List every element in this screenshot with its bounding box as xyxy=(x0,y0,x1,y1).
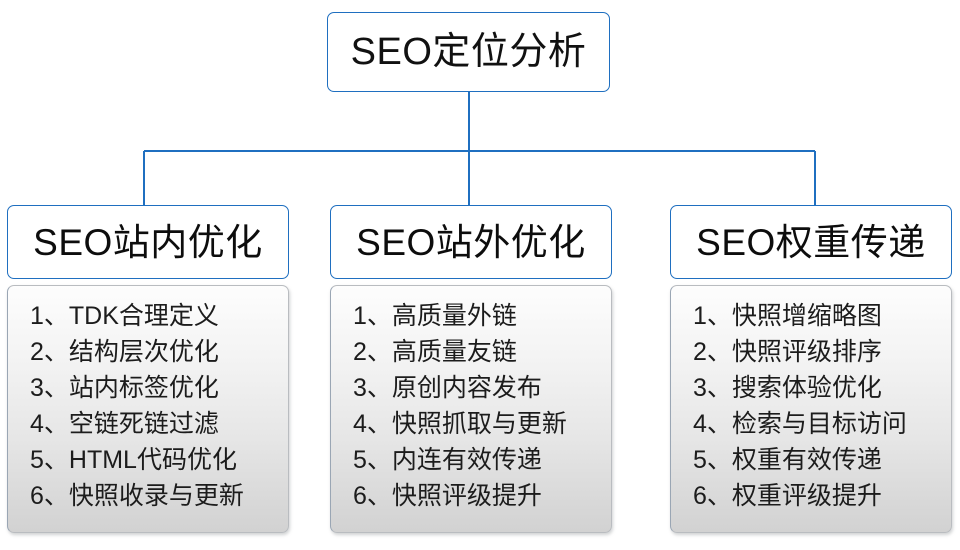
list-item-number: 5、 xyxy=(693,446,732,474)
list-item-text: 权重评级提升 xyxy=(731,482,882,510)
branch-body-offsite: 1、高质量外链 2、高质量友链 3、原创内容发布 4、快照抓取与更新 5、内连有… xyxy=(330,285,612,533)
list-item: 1、快照增缩略图 xyxy=(693,298,951,334)
list-item-number: 4、 xyxy=(353,410,392,438)
item-list-weight: 1、快照增缩略图 2、快照评级排序 3、搜索体验优化 4、检索与目标访问 5、权… xyxy=(671,298,951,514)
list-item-text: TDK合理定义 xyxy=(68,302,219,330)
list-item: 3、站内标签优化 xyxy=(30,370,288,406)
list-item-number: 2、 xyxy=(693,338,732,366)
branch-header-label: SEO站外优化 xyxy=(356,221,586,263)
list-item-number: 4、 xyxy=(693,410,732,438)
branch-body-weight: 1、快照增缩略图 2、快照评级排序 3、搜索体验优化 4、检索与目标访问 5、权… xyxy=(670,285,952,533)
list-item: 4、空链死链过滤 xyxy=(30,406,288,442)
list-item-text: 站内标签优化 xyxy=(68,374,219,402)
list-item-number: 5、 xyxy=(30,446,69,474)
list-item: 3、搜索体验优化 xyxy=(693,370,951,406)
list-item-number: 1、 xyxy=(353,302,392,330)
list-item-number: 2、 xyxy=(30,338,69,366)
list-item: 2、结构层次优化 xyxy=(30,334,288,370)
list-item-number: 4、 xyxy=(30,410,69,438)
list-item-number: 6、 xyxy=(30,482,69,510)
list-item: 5、内连有效传递 xyxy=(353,442,611,478)
list-item-text: 快照评级提升 xyxy=(391,482,542,510)
list-item-number: 1、 xyxy=(693,302,732,330)
list-item-text: 搜索体验优化 xyxy=(731,374,882,402)
item-list-onsite: 1、TDK合理定义 2、结构层次优化 3、站内标签优化 4、空链死链过滤 5、H… xyxy=(8,298,288,514)
list-item: 5、权重有效传递 xyxy=(693,442,951,478)
list-item-text: 高质量友链 xyxy=(391,338,517,366)
branch-header-label: SEO权重传递 xyxy=(696,221,926,263)
list-item-text: 快照评级排序 xyxy=(731,338,882,366)
root-node-label: SEO定位分析 xyxy=(350,31,587,73)
branch-header-label: SEO站内优化 xyxy=(33,221,263,263)
root-node[interactable]: SEO定位分析 xyxy=(327,12,610,92)
list-item: 4、检索与目标访问 xyxy=(693,406,951,442)
list-item: 2、快照评级排序 xyxy=(693,334,951,370)
list-item: 6、快照收录与更新 xyxy=(30,478,288,514)
item-list-offsite: 1、高质量外链 2、高质量友链 3、原创内容发布 4、快照抓取与更新 5、内连有… xyxy=(331,298,611,514)
list-item-text: 权重有效传递 xyxy=(731,446,882,474)
list-item: 1、高质量外链 xyxy=(353,298,611,334)
list-item: 5、HTML代码优化 xyxy=(30,442,288,478)
list-item-text: HTML代码优化 xyxy=(68,446,237,474)
branch-column-onsite: SEO站内优化 1、TDK合理定义 2、结构层次优化 3、站内标签优化 4、空链… xyxy=(7,205,289,535)
list-item-number: 1、 xyxy=(30,302,69,330)
list-item-number: 6、 xyxy=(353,482,392,510)
list-item-text: 结构层次优化 xyxy=(68,338,219,366)
branch-header-onsite[interactable]: SEO站内优化 xyxy=(7,205,289,279)
list-item: 6、快照评级提升 xyxy=(353,478,611,514)
list-item-number: 6、 xyxy=(693,482,732,510)
list-item-text: 快照收录与更新 xyxy=(68,482,244,510)
list-item-text: 原创内容发布 xyxy=(391,374,542,402)
list-item-number: 3、 xyxy=(30,374,69,402)
list-item: 2、高质量友链 xyxy=(353,334,611,370)
branch-header-weight[interactable]: SEO权重传递 xyxy=(670,205,952,279)
branch-header-offsite[interactable]: SEO站外优化 xyxy=(330,205,612,279)
list-item-text: 空链死链过滤 xyxy=(68,410,219,438)
branch-columns: SEO站内优化 1、TDK合理定义 2、结构层次优化 3、站内标签优化 4、空链… xyxy=(0,205,960,545)
list-item-number: 2、 xyxy=(353,338,392,366)
list-item-text: 内连有效传递 xyxy=(391,446,542,474)
list-item-number: 5、 xyxy=(353,446,392,474)
list-item: 3、原创内容发布 xyxy=(353,370,611,406)
list-item-text: 快照增缩略图 xyxy=(731,302,882,330)
list-item-text: 检索与目标访问 xyxy=(731,410,907,438)
list-item-number: 3、 xyxy=(353,374,392,402)
list-item: 6、权重评级提升 xyxy=(693,478,951,514)
branch-column-weight: SEO权重传递 1、快照增缩略图 2、快照评级排序 3、搜索体验优化 4、检索与… xyxy=(670,205,952,535)
branch-body-onsite: 1、TDK合理定义 2、结构层次优化 3、站内标签优化 4、空链死链过滤 5、H… xyxy=(7,285,289,533)
branch-column-offsite: SEO站外优化 1、高质量外链 2、高质量友链 3、原创内容发布 4、快照抓取与… xyxy=(330,205,612,535)
list-item-text: 高质量外链 xyxy=(391,302,517,330)
list-item: 4、快照抓取与更新 xyxy=(353,406,611,442)
list-item: 1、TDK合理定义 xyxy=(30,298,288,334)
list-item-text: 快照抓取与更新 xyxy=(391,410,567,438)
list-item-number: 3、 xyxy=(693,374,732,402)
